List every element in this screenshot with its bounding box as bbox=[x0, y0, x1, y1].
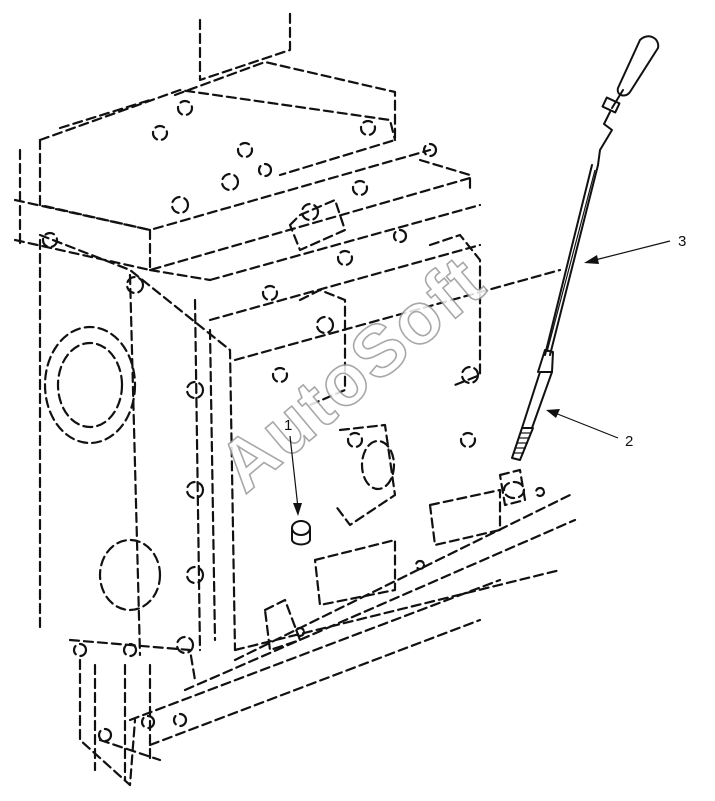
callout-3: 3 bbox=[584, 233, 686, 264]
arrowhead-icon bbox=[584, 255, 599, 264]
callout-label-2: 2 bbox=[625, 433, 633, 450]
drain-plug bbox=[291, 520, 311, 546]
engine-block bbox=[13, 8, 577, 787]
dipstick bbox=[544, 35, 660, 356]
arrowhead-icon bbox=[293, 503, 302, 516]
callout-label-3: 3 bbox=[678, 233, 686, 250]
arrowhead-icon bbox=[546, 409, 560, 418]
callout-1: 1 bbox=[284, 417, 302, 516]
callout-2: 2 bbox=[546, 409, 633, 450]
dipstick-tube bbox=[502, 349, 554, 500]
block-bolts bbox=[41, 99, 546, 743]
callout-label-1: 1 bbox=[284, 417, 292, 434]
